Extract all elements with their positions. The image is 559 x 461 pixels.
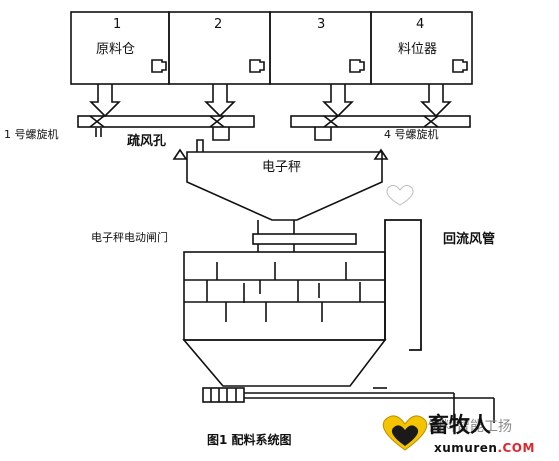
level-indicator-2: [249, 59, 265, 73]
bin-2-number: 2: [214, 17, 223, 32]
bin-1-label: 原料仓: [96, 42, 136, 57]
figure-caption: 图1 配料系统图: [207, 433, 292, 447]
screw-left-flight-2: [209, 115, 225, 128]
bin-1-number: 1: [113, 17, 122, 32]
screw-left-end-ticks: [95, 128, 102, 137]
scale-support-left: [172, 148, 188, 160]
discharge-line: [244, 392, 494, 399]
faded-logo-mark: [386, 184, 414, 206]
chute-right: [314, 127, 332, 141]
arrow-bin-4: [420, 84, 452, 118]
logo-heart-icon: [382, 415, 428, 451]
discharge-grid: [202, 387, 245, 403]
logo-brand-en-text: xumuren: [434, 441, 498, 455]
electric-gate: [252, 233, 357, 245]
arrow-bin-3: [322, 84, 354, 118]
discharge-vertical: [453, 393, 495, 423]
arrow-bin-1: [89, 84, 121, 118]
logo-brand-cn: 畜牧人: [428, 412, 491, 437]
screw-right-label: 4 号螺旋机: [384, 128, 439, 141]
mixer-hopper: [182, 339, 387, 387]
level-indicator-1: [151, 59, 167, 73]
scale-support-right: [373, 148, 389, 160]
level-indicator-3: [349, 59, 365, 73]
logo-brand-en: xumuren.COM: [434, 442, 535, 454]
screw-left-label: 1 号螺旋机: [4, 128, 59, 141]
screw-conveyor-left: [77, 115, 255, 128]
screw-left-flight-1: [89, 115, 105, 128]
return-air-pipe: [384, 219, 422, 351]
bin-4: [370, 11, 473, 85]
scale-gate-label: 电子秤电动闸门: [91, 231, 168, 244]
vent-hole-label: 疏风孔: [127, 134, 167, 149]
scale-outlet: [257, 220, 295, 234]
mixer-body: [183, 251, 386, 341]
screw-conveyor-right: [290, 115, 471, 128]
mixer-paddles: [206, 262, 361, 322]
return-pipe-label: 回流风管: [443, 232, 496, 247]
discharge-grid-cells: [210, 388, 237, 402]
screw-right-flight-1: [323, 115, 339, 128]
bin-4-number: 4: [416, 17, 425, 32]
screw-right-flight-2: [423, 115, 439, 128]
bin-4-label: 料位器: [398, 42, 438, 57]
arrow-bin-2: [204, 84, 236, 118]
chute-left: [212, 127, 230, 141]
watermark-faded-text: 饲料智能工扬: [428, 419, 512, 435]
gate-neck: [257, 244, 295, 252]
level-indicator-4: [452, 59, 468, 73]
vent-hole-pipe: [196, 139, 204, 152]
logo-brand-en-suffix: .COM: [497, 441, 535, 455]
bin-3-number: 3: [317, 17, 326, 32]
scale-label: 电子秤: [262, 160, 302, 175]
